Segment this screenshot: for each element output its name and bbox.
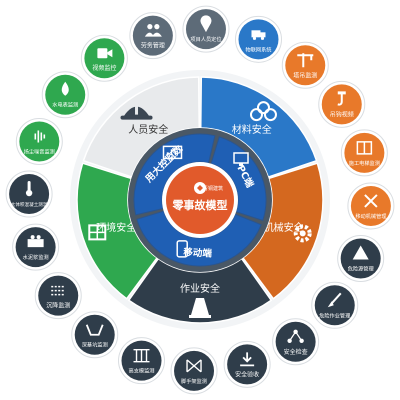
shovel-icon: [327, 292, 342, 308]
module-label: 深基坑监测: [82, 341, 108, 349]
module-label: 大体积混凝土测温: [11, 201, 48, 208]
ring-segment-mobile[interactable]: 移动端: [136, 210, 262, 267]
module-button[interactable]: 安全检查: [272, 318, 320, 366]
module-button[interactable]: 施工电梯监测: [340, 129, 388, 177]
sector-personnel-icon: [120, 103, 153, 120]
sector-environment-icon: [88, 224, 107, 241]
sector-operation-icon: [189, 298, 211, 318]
sector-machinery-label: 机械安全: [264, 221, 304, 234]
module-button[interactable]: 危险作业管理: [311, 281, 359, 329]
module-button[interactable]: 移动机械管理: [347, 182, 395, 230]
crane-icon: [297, 53, 314, 68]
sector-materials-label: 材料安全: [232, 123, 272, 136]
module-button[interactable]: 水电表监测: [41, 71, 89, 119]
sector-personnel-label: 人员安全: [128, 123, 168, 136]
module-label: 危险源管理: [348, 264, 375, 272]
sector-machinery-icon: [293, 224, 312, 243]
module-button[interactable]: 深基坑监测: [71, 311, 119, 359]
module-label: 视频监控: [92, 64, 116, 72]
module-button[interactable]: 安全验收: [223, 340, 271, 388]
module-label: 项目人员定位: [190, 35, 221, 43]
module-button[interactable]: 脚手架监测: [170, 347, 218, 395]
module-button[interactable]: 高支模监测: [118, 337, 166, 385]
module-label: 安全检查: [284, 348, 308, 356]
module-label: 安全验收: [235, 370, 259, 378]
sector-materials-icon: [249, 101, 277, 122]
module-button[interactable]: 沉降监测: [34, 272, 82, 320]
big-screen-icon: [162, 145, 183, 160]
grout-icon: [27, 235, 44, 248]
phone-icon: [176, 240, 188, 258]
sector-personnel[interactable]: 人员安全: [82, 76, 201, 178]
sector-environment-label: 环境安全: [96, 221, 136, 234]
module-label: 移动机械管理: [355, 212, 387, 220]
elevator-icon: [356, 141, 373, 155]
monitor-icon: [233, 152, 249, 166]
module-button[interactable]: 视频监控: [80, 34, 128, 82]
module-label: 塔吊监测: [293, 71, 317, 79]
warning-icon: [352, 245, 369, 260]
module-button[interactable]: 项目人员定位: [182, 5, 230, 53]
download-icon: [240, 352, 255, 367]
module-label: 高支模监测: [129, 367, 155, 375]
settle-icon: [51, 285, 66, 296]
module-label: 扬尘噪音监测: [24, 148, 55, 156]
people-icon: [144, 24, 162, 37]
module-label: 沉降监测: [46, 302, 70, 310]
module-label: 物联网系统: [246, 45, 272, 53]
hook-icon: [337, 91, 346, 106]
scaffold-icon: [186, 359, 202, 373]
sector-operation-label: 作业安全: [180, 282, 220, 295]
center-title: 零事故模型: [172, 198, 228, 212]
pin-icon: [200, 15, 212, 33]
module-button[interactable]: 扬尘噪音监测: [15, 118, 63, 166]
truck-icon: [251, 30, 266, 40]
module-label: 劳务管理: [141, 42, 165, 50]
sector-machinery[interactable]: 机械安全: [241, 162, 324, 300]
module-label: 危险作业管理: [319, 311, 351, 319]
thermo-icon: [25, 181, 33, 197]
module-label: 脚手架监测: [181, 377, 207, 385]
ring-segment-mobile-label: 移动端: [183, 246, 212, 259]
tool-icon: [364, 194, 378, 208]
drop-icon: [61, 81, 69, 96]
module-button[interactable]: 劳务管理: [129, 12, 177, 60]
module-button[interactable]: 危险源管理: [337, 234, 385, 282]
module-label: 吊钩视频: [330, 110, 354, 118]
network-icon: [287, 329, 304, 343]
sound-icon: [34, 130, 46, 143]
pit-icon: [85, 324, 104, 336]
camera-icon: [97, 48, 113, 59]
module-button[interactable]: 塔吊监测: [281, 41, 329, 89]
module-button[interactable]: 大体积混凝土测温: [5, 170, 53, 218]
module-button[interactable]: 吊钩视频: [318, 80, 366, 128]
module-label: 水泥浆监测: [23, 253, 49, 261]
sector-materials[interactable]: 材料安全: [199, 76, 318, 178]
module-label: 施工电梯监测: [349, 159, 380, 167]
module-button[interactable]: 水泥浆监测: [12, 223, 60, 271]
module-label: 水电表监测: [52, 101, 78, 109]
module-button[interactable]: 物联网系统: [234, 15, 282, 63]
formwork-icon: [133, 348, 150, 363]
logo-text: 青铜建筑: [203, 185, 223, 192]
